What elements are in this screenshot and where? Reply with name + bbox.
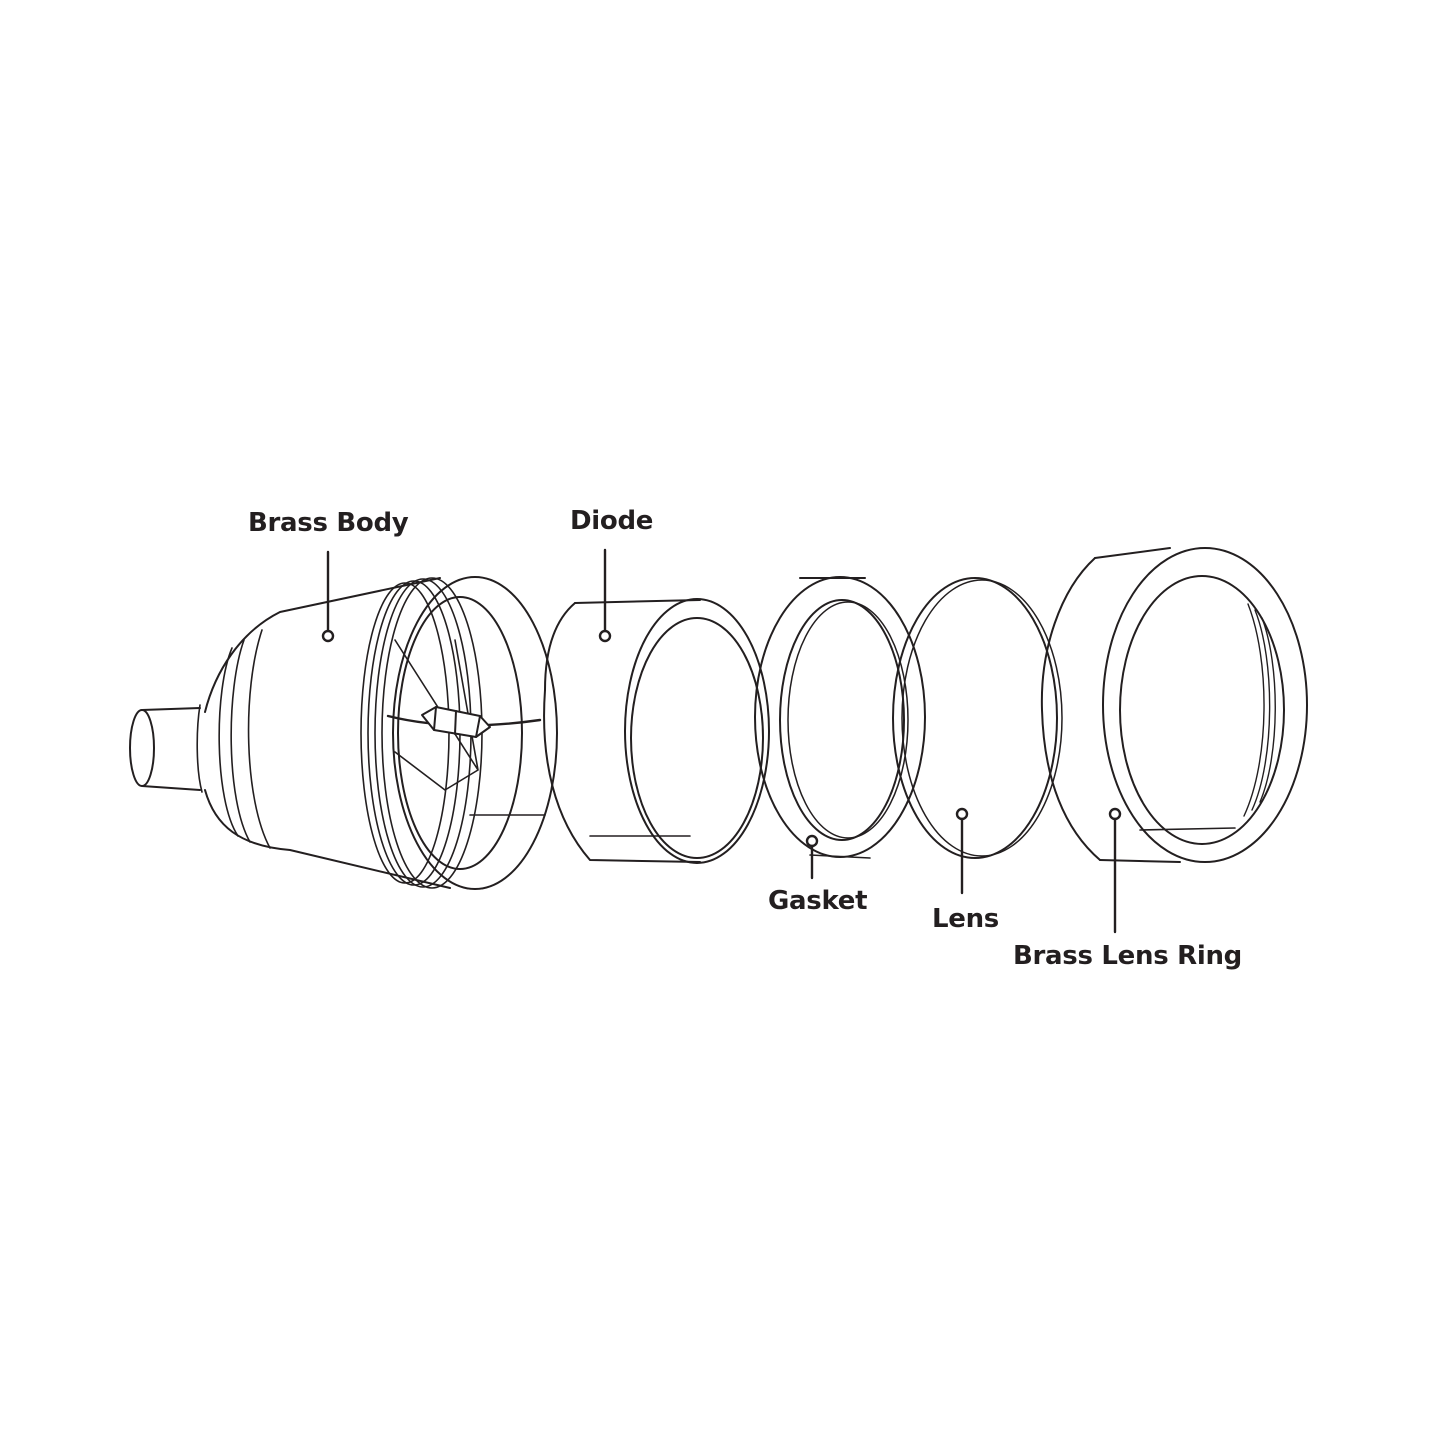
body-stub <box>129 707 201 791</box>
body-inner-rim <box>397 596 523 870</box>
diode-label: Diode <box>570 506 654 536</box>
brass-body-label: Brass Body <box>248 508 409 538</box>
gasket-label: Gasket <box>768 886 868 916</box>
body-reflector <box>394 639 479 791</box>
brass-lens-ring-label: Brass Lens Ring <box>1013 941 1242 971</box>
body-front-rim <box>392 576 558 890</box>
lens-label: Lens <box>932 904 999 934</box>
gasket-part <box>754 576 926 859</box>
brass-body-part <box>129 576 558 890</box>
wire-connector <box>386 706 542 738</box>
diode-part <box>543 598 770 864</box>
ring-threads <box>1243 603 1276 817</box>
callout-leaders <box>321 548 1122 934</box>
brass-lens-ring-part <box>1040 547 1308 863</box>
lens-part <box>892 577 1063 859</box>
body-grooves <box>196 629 271 849</box>
